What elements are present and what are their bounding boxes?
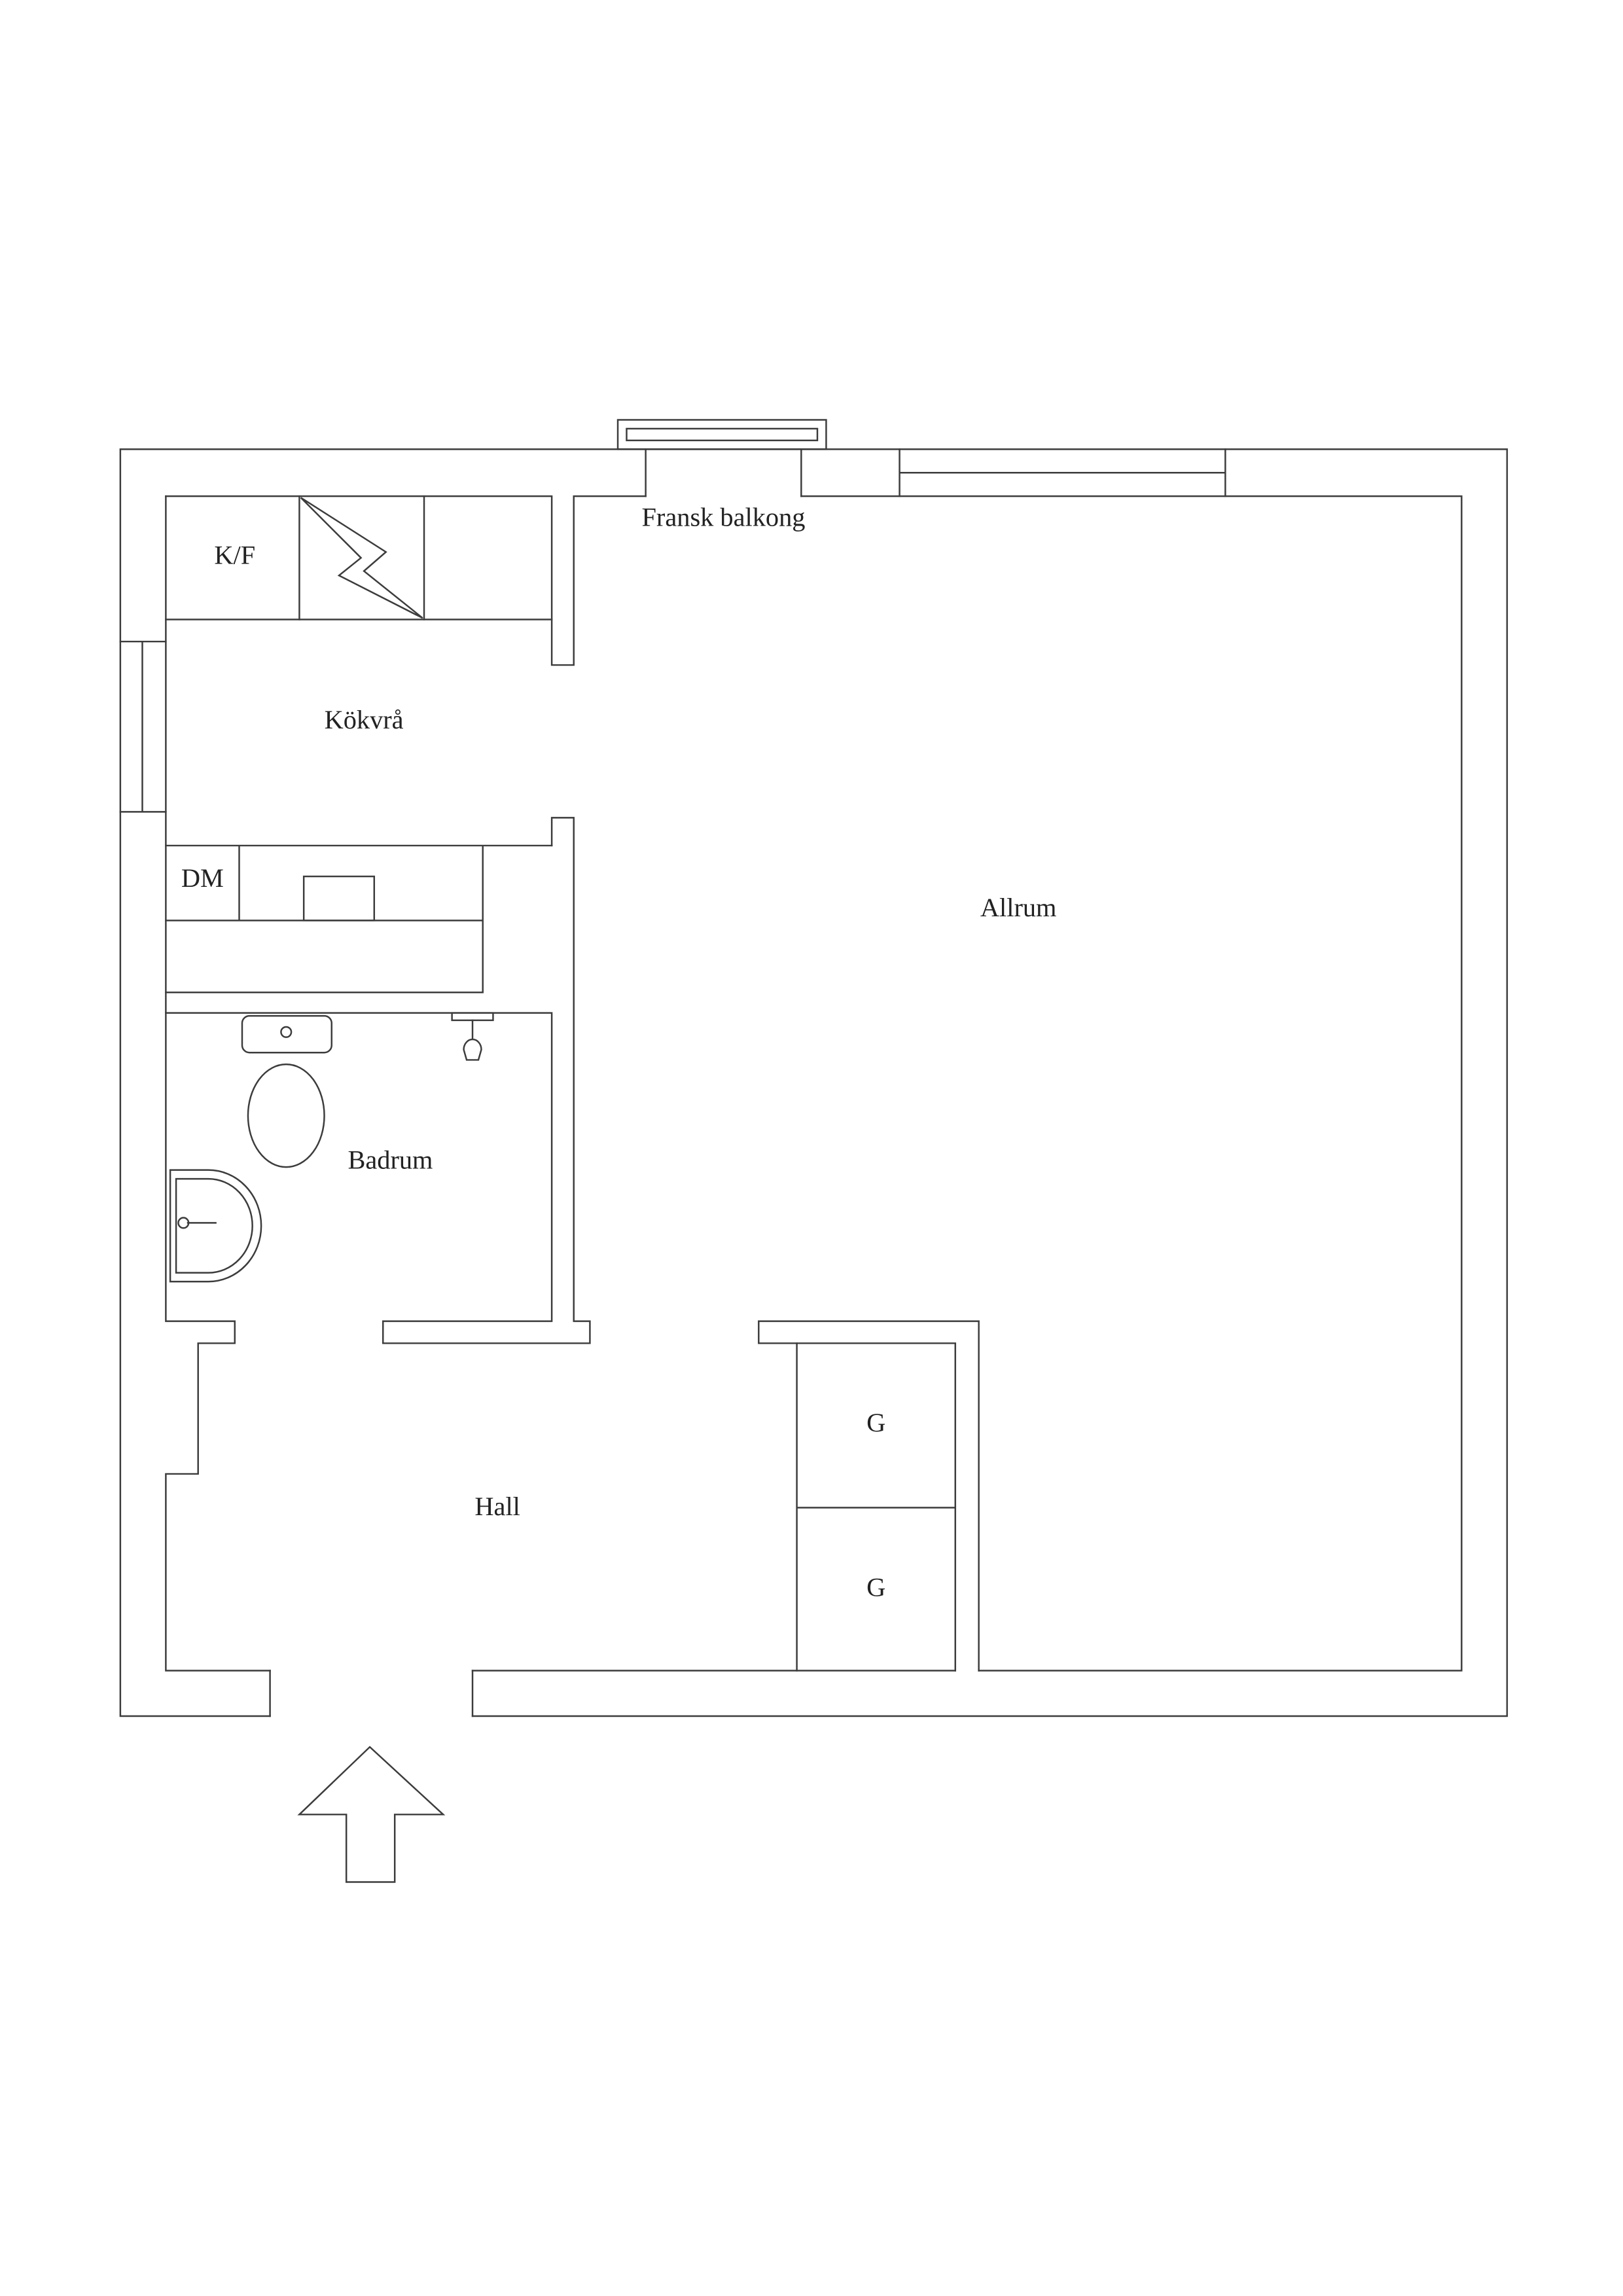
- label-living-room: Allrum: [980, 893, 1057, 922]
- toilet-flush-button: [280, 1026, 293, 1038]
- label-dishwasher: DM: [181, 863, 224, 893]
- shower-tap-icon: [451, 1012, 494, 1061]
- label-bathroom: Badrum: [348, 1145, 433, 1175]
- counter-outline: [165, 844, 553, 994]
- window-frame: [899, 448, 1226, 497]
- partition-wall-center: [165, 817, 591, 1344]
- kitchen-upper-cabinets: [165, 495, 553, 620]
- balcony-door-jambs: [645, 448, 802, 497]
- label-kitchen-nook: Kökvrå: [325, 705, 404, 734]
- entrance-door-jambs: [269, 1670, 474, 1717]
- shower-head: [463, 1038, 482, 1061]
- label-wardrobe-2: G: [866, 1572, 885, 1602]
- inner-perimeter-left: [165, 495, 271, 1672]
- inner-perimeter-right: [800, 495, 1463, 1672]
- wardrobe-back: [796, 1342, 956, 1672]
- window-left: [119, 640, 167, 813]
- label-wardrobe-1: G: [866, 1408, 885, 1437]
- balcony-rail-inner: [626, 427, 819, 442]
- inner-walls: [165, 495, 1463, 1672]
- window-frame: [119, 640, 167, 813]
- sink-icon: [302, 875, 376, 922]
- inner-perimeter-top: [165, 495, 647, 666]
- cabinet-dividers: [298, 495, 425, 620]
- label-hall: Hall: [474, 1492, 520, 1521]
- lightning-icon: [300, 497, 423, 619]
- french-balcony: [616, 419, 827, 497]
- balcony-rail-outer: [616, 419, 827, 450]
- toilet-bowl: [247, 1063, 325, 1168]
- washbasin-inner: [175, 1177, 253, 1274]
- kitchen-counter: [165, 844, 553, 994]
- sink-icon: [169, 1169, 262, 1283]
- wardrobe-wall: [758, 1320, 980, 1672]
- label-french-balcony: Fransk balkong: [641, 502, 805, 531]
- window-top-right: [899, 448, 1226, 497]
- shower-bar: [451, 1012, 494, 1022]
- arrow-up-icon: [297, 1746, 446, 1883]
- toilet-icon: [241, 1014, 332, 1168]
- wardrobes: [758, 1320, 980, 1672]
- label-fridge-freezer: K/F: [214, 541, 255, 570]
